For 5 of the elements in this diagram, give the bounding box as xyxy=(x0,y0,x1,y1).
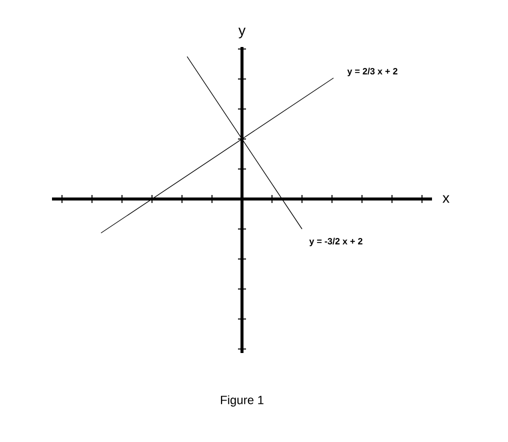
axis-label: x xyxy=(442,195,450,203)
line-equation: y = -3/2 x + 2 xyxy=(309,238,362,246)
caption: Figure 1 xyxy=(220,395,264,407)
axis-label: y xyxy=(238,28,246,38)
line-equation: y = 2/3 x + 2 xyxy=(347,68,398,76)
